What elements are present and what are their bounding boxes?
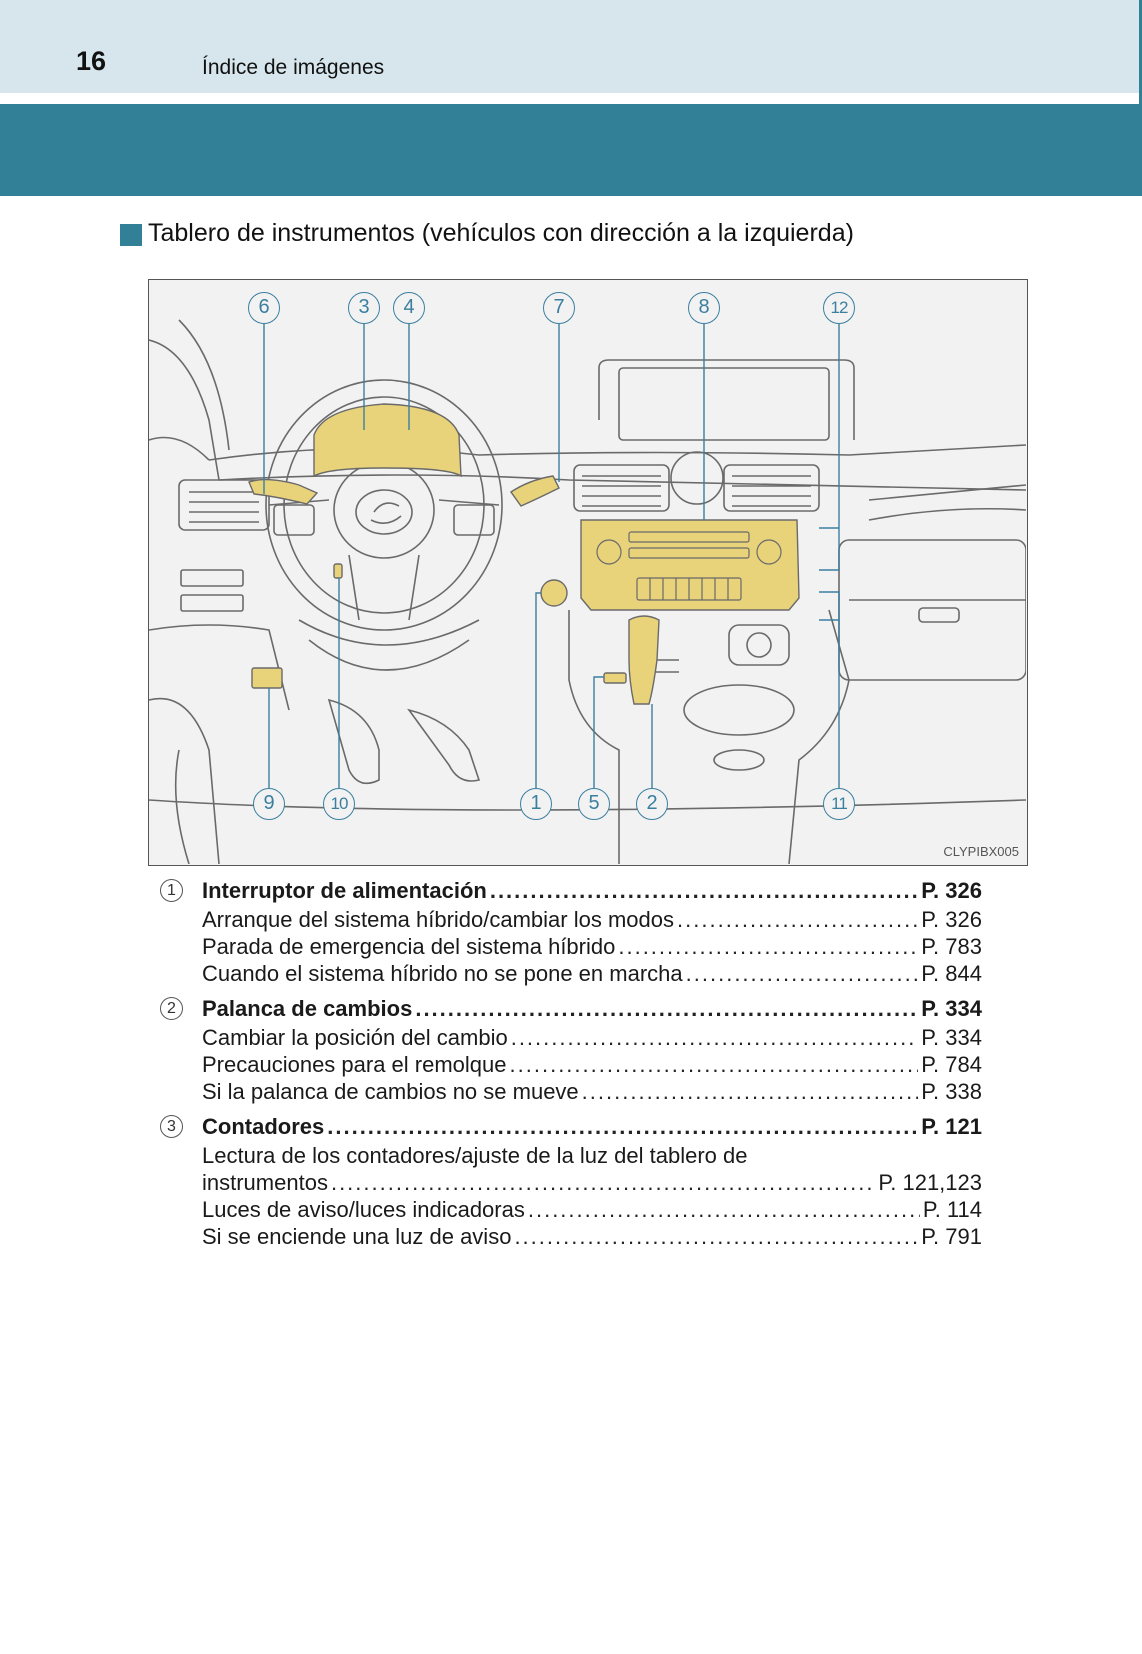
center-panel-highlight bbox=[580, 519, 800, 611]
reference-item: Precauciones para el remolque P. 784 bbox=[202, 1051, 982, 1078]
reference-item: Si se enciende una luz de aviso P. 791 bbox=[202, 1223, 982, 1250]
reference-item: instrumentos P. 121,123 bbox=[202, 1169, 982, 1196]
leader-dots bbox=[511, 1024, 919, 1051]
reference-group: 3 Contadores P. 121 Lectura de los conta… bbox=[158, 1112, 982, 1250]
header-band bbox=[0, 104, 1142, 196]
page-ref: P. 783 bbox=[921, 934, 982, 959]
leader-11 bbox=[819, 591, 840, 788]
callout-3: 3 bbox=[348, 292, 380, 324]
leader-dots bbox=[510, 1051, 919, 1078]
page-ref: P. 338 bbox=[921, 1079, 982, 1104]
callout-7: 7 bbox=[543, 292, 575, 324]
shift-lever-highlight bbox=[628, 615, 660, 705]
callout-5: 5 bbox=[578, 788, 610, 820]
header-bar bbox=[0, 0, 1142, 93]
leader-dots bbox=[582, 1078, 919, 1105]
heading-label: Contadores bbox=[202, 1114, 325, 1139]
heading-label: Interruptor de alimentación bbox=[202, 878, 487, 903]
right-lever-highlight bbox=[510, 475, 560, 507]
item-label: instrumentos bbox=[202, 1170, 328, 1195]
page-ref: P. 784 bbox=[921, 1052, 982, 1077]
callout-9: 9 bbox=[253, 788, 285, 820]
header-divider bbox=[0, 93, 1142, 104]
section-marker-icon bbox=[120, 224, 142, 246]
reference-item: Parada de emergencia del sistema híbrido… bbox=[202, 933, 982, 960]
item-label: Cuando el sistema híbrido no se pone en … bbox=[202, 961, 683, 986]
reference-group: 1 Interruptor de alimentación P. 326 Arr… bbox=[158, 876, 982, 987]
reference-heading: Palanca de cambios P. 334 bbox=[202, 994, 982, 1024]
left-lever-highlight bbox=[248, 478, 319, 505]
item-number: 2 bbox=[160, 997, 183, 1020]
item-number: 1 bbox=[160, 879, 183, 902]
leader-1 bbox=[535, 592, 541, 788]
page-ref: P. 791 bbox=[921, 1224, 982, 1249]
leader-dots bbox=[490, 876, 918, 906]
leader-dots bbox=[677, 906, 918, 933]
page-ref: P. 121,123 bbox=[878, 1170, 982, 1195]
item-label: Precauciones para el remolque bbox=[202, 1052, 507, 1077]
item-label: Si la palanca de cambios no se mueve bbox=[202, 1079, 579, 1104]
leader-dots bbox=[415, 994, 918, 1024]
page-ref: P. 121 bbox=[921, 1114, 982, 1139]
leader-dots bbox=[618, 933, 918, 960]
item-label: Cambiar la posición del cambio bbox=[202, 1025, 508, 1050]
reference-item: Arranque del sistema híbrido/cambiar los… bbox=[202, 906, 982, 933]
reference-item: Cambiar la posición del cambio P. 334 bbox=[202, 1024, 982, 1051]
hood-release-highlight bbox=[251, 667, 283, 689]
meter-highlight bbox=[313, 403, 462, 478]
leader-dots bbox=[331, 1169, 875, 1196]
callout-1: 1 bbox=[520, 788, 552, 820]
item-label: Luces de aviso/luces indicadoras bbox=[202, 1197, 525, 1222]
callout-10: 10 bbox=[323, 788, 355, 820]
reference-item: Luces de aviso/luces indicadoras P. 114 bbox=[202, 1196, 982, 1223]
dashboard-illustration: 6 3 4 7 8 12 9 10 1 5 2 11 CLYPIBX005 bbox=[148, 279, 1028, 866]
reference-item: Si la palanca de cambios no se mueve P. … bbox=[202, 1078, 982, 1105]
page-edge-tab bbox=[1139, 0, 1142, 196]
dashboard-drawing bbox=[149, 319, 1026, 864]
switch-5-highlight bbox=[603, 672, 627, 684]
figure-code: CLYPIBX005 bbox=[943, 844, 1019, 859]
item-label: Arranque del sistema híbrido/cambiar los… bbox=[202, 907, 675, 932]
item-number: 3 bbox=[160, 1115, 183, 1138]
callout-12: 12 bbox=[823, 292, 855, 324]
callout-2: 2 bbox=[636, 788, 668, 820]
leader-dots bbox=[327, 1112, 918, 1142]
section-title: Tablero de instrumentos (vehículos con d… bbox=[148, 219, 854, 247]
callout-6: 6 bbox=[248, 292, 280, 324]
running-header-title: Índice de imágenes bbox=[202, 56, 385, 79]
leader-dots bbox=[528, 1196, 920, 1223]
page-ref: P. 326 bbox=[921, 907, 982, 932]
lever-10-highlight bbox=[333, 563, 343, 579]
item-label: Parada de emergencia del sistema híbrido bbox=[202, 934, 616, 959]
page-ref: P. 844 bbox=[921, 961, 982, 986]
callout-11: 11 bbox=[823, 788, 855, 820]
page-ref: P. 114 bbox=[922, 1197, 982, 1222]
reference-list: 1 Interruptor de alimentación P. 326 Arr… bbox=[158, 876, 982, 1257]
reference-heading: Interruptor de alimentación P. 326 bbox=[202, 876, 982, 906]
page-ref: P. 326 bbox=[921, 878, 982, 903]
item-label: Si se enciende una luz de aviso bbox=[202, 1224, 512, 1249]
power-switch-highlight bbox=[540, 579, 568, 607]
reference-heading: Contadores P. 121 bbox=[202, 1112, 982, 1142]
page-ref: P. 334 bbox=[921, 1025, 982, 1050]
reference-group: 2 Palanca de cambios P. 334 Cambiar la p… bbox=[158, 994, 982, 1105]
reference-item: Cuando el sistema híbrido no se pone en … bbox=[202, 960, 982, 987]
page-number: 16 bbox=[76, 46, 107, 76]
leader-12 bbox=[819, 324, 840, 571]
leader-dots bbox=[686, 960, 919, 987]
leader-dots bbox=[514, 1223, 918, 1250]
heading-label: Palanca de cambios bbox=[202, 996, 413, 1021]
reference-item: Lectura de los contadores/ajuste de la l… bbox=[202, 1142, 982, 1169]
leader-5 bbox=[593, 676, 604, 788]
item-label: Lectura de los contadores/ajuste de la l… bbox=[202, 1143, 748, 1168]
page-ref: P. 334 bbox=[921, 996, 982, 1021]
callout-4: 4 bbox=[393, 292, 425, 324]
callout-8: 8 bbox=[688, 292, 720, 324]
